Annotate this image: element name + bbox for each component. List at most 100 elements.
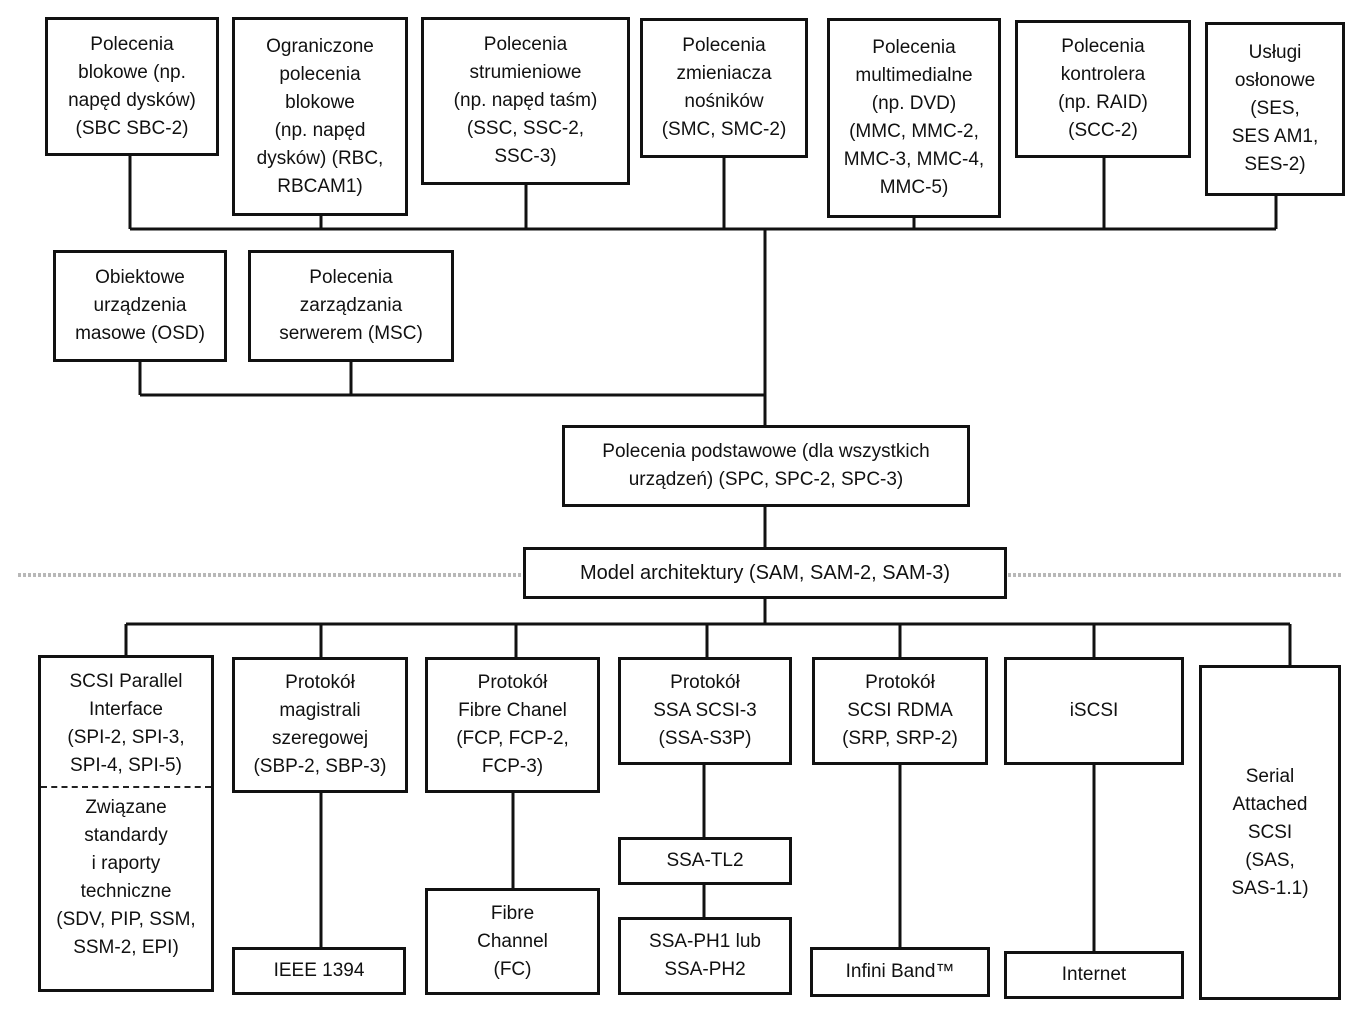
box-text-line: (SAS, xyxy=(1245,849,1295,871)
dashed-divider xyxy=(41,786,211,788)
box-text-line: blokowe (np. xyxy=(78,61,186,83)
scc-box: Polecenia kontrolera (np. RAID) (SCC-2) xyxy=(1015,20,1191,158)
internet-box: Internet xyxy=(1004,951,1184,999)
box-text-line: Protokół xyxy=(865,672,935,693)
box-text-line: standardy xyxy=(84,825,168,846)
box-text-line: Channel xyxy=(477,930,548,952)
box-text-line: Polecenia xyxy=(309,267,393,288)
box-text-line: (SCC-2) xyxy=(1068,120,1138,141)
box-text-line: Fibre Chanel xyxy=(458,700,567,721)
mmc-box: Polecenia multimedialne (np. DVD) (MMC, … xyxy=(827,18,1001,218)
box-text-line: SES AM1, xyxy=(1231,126,1319,147)
fc-box: Fibre Channel (FC) xyxy=(425,888,600,995)
ssaph-box: SSA-PH1 lub SSA-PH2 xyxy=(618,917,792,995)
box-text-line: urządzeń) (SPC, SPC-2, SPC-3) xyxy=(628,469,904,490)
box-text-line: iSCSI xyxy=(1069,700,1119,721)
box-text-line: napęd dysków) xyxy=(68,89,196,111)
box-text-line: SSA-PH1 lub xyxy=(649,931,761,952)
box-text-line: urządzenia xyxy=(93,295,187,316)
box-text-line: (np. napęd xyxy=(274,119,366,141)
box-text-line: RBCAM1) xyxy=(277,175,363,197)
box-text-line: Polecenia xyxy=(483,34,568,55)
ssatl2-box: SSA-TL2 xyxy=(618,837,792,885)
ieee1394-box: IEEE 1394 xyxy=(232,947,406,995)
box-text-line: blokowe xyxy=(285,91,355,113)
rbc-box: Ograniczone polecenia blokowe (np. napęd… xyxy=(232,17,408,216)
box-text-line: Protokół xyxy=(477,672,548,693)
box-text-line: (SES, xyxy=(1250,98,1300,119)
box-text-line: serwerem (MSC) xyxy=(279,323,423,344)
box-text-line: SCSI RDMA xyxy=(847,700,953,721)
box-text-line: SSA-TL2 xyxy=(666,850,744,871)
box-text-line: SSC-3) xyxy=(494,146,557,167)
ssc-box: Polecenia strumieniowe (np. napęd taśm) … xyxy=(421,17,630,185)
box-text-line: techniczne xyxy=(80,881,172,902)
box-text-line: (SBP-2, SBP-3) xyxy=(253,756,387,777)
box-text-line: Związane xyxy=(85,797,167,818)
smc-box: Polecenia zmieniacza nośników (SMC, SMC-… xyxy=(640,18,808,158)
box-text-line: polecenia xyxy=(279,63,361,85)
box-text-line: Fibre xyxy=(490,902,535,924)
box-text-line: zarządzania xyxy=(299,295,403,316)
box-text-line: Serial xyxy=(1245,765,1295,787)
box-text-line: FCP-3) xyxy=(481,756,544,777)
box-text-line: SSM-2, EPI) xyxy=(73,937,179,958)
ses-box: Usługi osłonowe (SES, SES AM1, SES-2) xyxy=(1205,22,1345,196)
box-text-line: IEEE 1394 xyxy=(273,960,365,981)
box-text-line: Internet xyxy=(1061,964,1127,985)
box-text-line: szeregowej xyxy=(271,728,369,749)
box-text-line: SPI-4, SPI-5) xyxy=(70,755,182,776)
box-text-line: (SBC SBC-2) xyxy=(75,117,189,139)
box-text-line: osłonowe xyxy=(1234,70,1316,91)
box-text-line: dysków) (RBC, xyxy=(256,147,384,169)
sas-box: Serial Attached SCSI (SAS, SAS-1.1) xyxy=(1199,665,1341,1000)
box-text-line: magistrali xyxy=(279,700,361,721)
box-text-line: SES-2) xyxy=(1244,154,1306,175)
box-text-line: Polecenia xyxy=(872,37,956,58)
box-text-line: (FC) xyxy=(493,958,532,980)
box-text-line: Usługi xyxy=(1248,42,1302,63)
iscsi-box: iSCSI xyxy=(1004,657,1184,765)
fcp-box: Protokół Fibre Chanel (FCP, FCP-2, FCP-3… xyxy=(425,657,600,793)
box-text-line: (FCP, FCP-2, xyxy=(456,728,569,749)
box-text-line: (np. napęd taśm) xyxy=(453,90,598,111)
box-text-line: Polecenia xyxy=(682,35,766,56)
box-text-line: Polecenia xyxy=(90,33,174,55)
box-text-line: MMC-5) xyxy=(879,177,949,198)
box-text-line: (np. RAID) xyxy=(1058,92,1148,113)
box-text-line: Attached xyxy=(1232,793,1308,815)
box-text-line: i raporty xyxy=(91,853,161,874)
box-text-line: (MMC, MMC-2, xyxy=(849,121,979,142)
box-text-line: kontrolera xyxy=(1060,64,1146,85)
infiniband-box: Infini Band™ xyxy=(810,947,990,997)
osd-box: Obiektowe urządzenia masowe (OSD) xyxy=(53,250,227,362)
sam-box: Model architektury (SAM, SAM-2, SAM-3) xyxy=(523,547,1007,599)
box-text-line: (SRP, SRP-2) xyxy=(842,728,958,749)
box-text-line: Polecenia xyxy=(1061,36,1145,57)
box-text-line: Interface xyxy=(89,699,163,720)
box-text-line: multimedialne xyxy=(855,65,973,86)
box-text-line: SCSI Parallel xyxy=(69,671,183,692)
box-text-line: Protokół xyxy=(285,672,355,693)
box-text-line: Ograniczone xyxy=(266,35,374,57)
box-text-line: nośników xyxy=(684,91,764,112)
box-text-line: Protokół xyxy=(670,672,740,693)
msc-box: Polecenia zarządzania serwerem (MSC) xyxy=(248,250,454,362)
box-text-line: zmieniacza xyxy=(676,63,772,84)
box-text-line: masowe (OSD) xyxy=(75,323,205,344)
box-text-line: strumieniowe xyxy=(469,62,582,83)
spc-box: Polecenia podstawowe (dla wszystkich urz… xyxy=(562,425,970,507)
sbp-box: Protokół magistrali szeregowej (SBP-2, S… xyxy=(232,657,408,793)
box-text-line: (SDV, PIP, SSM, xyxy=(56,909,196,930)
box-text-line: Polecenia podstawowe (dla wszystkich xyxy=(602,441,930,462)
box-text-line: SSA SCSI-3 xyxy=(653,700,757,721)
box-text-line: Model architektury (SAM, SAM-2, SAM-3) xyxy=(579,562,951,584)
box-text-line: (SPI-2, SPI-3, xyxy=(67,727,185,748)
box-text-line: (np. DVD) xyxy=(871,93,957,114)
box-text-line: (SSC, SSC-2, xyxy=(466,118,585,139)
box-text-line: SAS-1.1) xyxy=(1231,877,1309,899)
box-text-line: SSA-PH2 xyxy=(664,959,746,980)
box-text-line: (SSA-S3P) xyxy=(658,728,752,749)
spi-box: SCSI Parallel Interface (SPI-2, SPI-3, S… xyxy=(38,655,214,992)
